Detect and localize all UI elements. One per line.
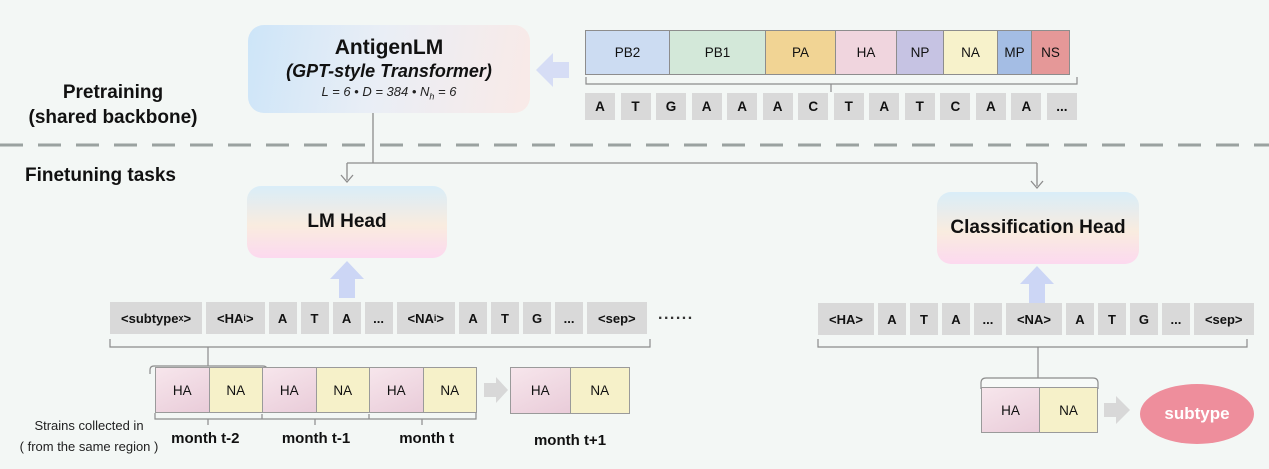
next-month-label: month t+1 <box>533 432 607 449</box>
strains-caption-line2: ( from the same region ) <box>19 439 159 454</box>
dna-token-box: A <box>585 93 615 120</box>
arrow-down-cls-icon <box>1030 180 1044 189</box>
model-title: AntigenLM <box>334 36 444 60</box>
strain-cell-ha: HA <box>262 367 317 413</box>
genome-segment-na: NA <box>943 30 998 75</box>
strain-cell-ha: HA <box>369 367 424 413</box>
dna-token-box: A <box>1011 93 1042 120</box>
strain-cell-ha: HA <box>155 367 210 413</box>
arrow-down-lm-icon <box>340 174 354 183</box>
month-label: month t-1 <box>281 430 351 447</box>
token-box: ... <box>555 302 584 334</box>
token-box: T <box>1097 303 1126 335</box>
arrow-right-subtype-icon <box>1104 396 1130 424</box>
token-box: A <box>332 302 361 334</box>
genome-segment-pb2: PB2 <box>585 30 670 75</box>
genome-segment-mp: MP <box>997 30 1032 75</box>
token-box: T <box>300 302 329 334</box>
bracket-cls-tokens <box>817 339 1248 379</box>
up-arrow-lm-icon <box>330 261 364 298</box>
strains-caption: Strains collected in ( from the same reg… <box>4 415 174 457</box>
up-arrow-cls-icon <box>1020 266 1054 303</box>
dna-token-box: T <box>833 93 864 120</box>
bracket-months <box>154 413 477 425</box>
month-label: month t <box>399 430 455 447</box>
arrow-right-month-icon <box>484 377 508 403</box>
dna-token-box: T <box>904 93 935 120</box>
month-label: month t-2 <box>171 430 240 447</box>
genome-segment-ha: HA <box>835 30 897 75</box>
token-box: G <box>1129 303 1158 335</box>
token-box: ... <box>973 303 1002 335</box>
backbone-to-heads-connector <box>340 113 1044 189</box>
token-box: T <box>909 303 938 335</box>
genome-segment-pb1: PB1 <box>669 30 766 75</box>
token-box: A <box>1065 303 1094 335</box>
classification-head-box: Classification Head <box>937 192 1139 264</box>
model-hyperparams: L = 6 • D = 384 • Nh = 6 <box>321 84 457 102</box>
dna-token-box: A <box>975 93 1006 120</box>
genome-segment-pa: PA <box>765 30 836 75</box>
dna-token-box: A <box>691 93 722 120</box>
dna-token-box: A <box>727 93 758 120</box>
lm-head-box: LM Head <box>247 186 447 258</box>
strain-cell-na: NA <box>569 367 630 414</box>
pretraining-label-line2: (shared backbone) <box>28 107 198 128</box>
token-box: ... <box>364 302 393 334</box>
dna-token-box: C <box>798 93 829 120</box>
month-labels-row: month t-2 month t-1 month t <box>150 430 482 447</box>
token-box: T <box>491 302 520 334</box>
token-box: <sep> <box>587 302 647 334</box>
dna-token-box: ... <box>1046 93 1077 120</box>
pretraining-label-line1: Pretraining <box>62 82 164 103</box>
dna-token-box: A <box>762 93 793 120</box>
antigenlm-model-box: AntigenLM (GPT-style Transformer) L = 6 … <box>248 25 530 113</box>
token-box: <HA> <box>818 303 874 335</box>
finetuning-section-label: Finetuning tasks <box>25 165 176 186</box>
genome-segment-ns: NS <box>1031 30 1070 75</box>
strain-cell-ha: HA <box>981 387 1040 433</box>
strain-cell-na: NA <box>208 367 263 413</box>
token-box: A <box>877 303 906 335</box>
dna-token-box: G <box>656 93 687 120</box>
dna-token-box: T <box>620 93 651 120</box>
lm-token-ellipsis: ...... <box>658 306 694 323</box>
token-box: <NA> <box>1005 303 1062 335</box>
strain-cell-ha: HA <box>510 367 571 414</box>
genome-segment-np: NP <box>896 30 944 75</box>
bracket-genome-to-dna <box>585 77 1078 92</box>
token-box: A <box>268 302 297 334</box>
token-box: A <box>459 302 488 334</box>
model-subtitle: (GPT-style Transformer) <box>286 61 492 82</box>
dna-token-box: A <box>869 93 900 120</box>
strain-cell-na: NA <box>1039 387 1098 433</box>
token-box: <sep> <box>1193 303 1254 335</box>
token-box: ... <box>1161 303 1190 335</box>
token-box: G <box>523 302 552 334</box>
subtype-output-ellipse: subtype <box>1140 384 1254 444</box>
token-box: A <box>941 303 970 335</box>
arrow-left-icon <box>536 53 569 87</box>
strain-cell-na: NA <box>315 367 370 413</box>
pretraining-section-label: Pretraining (shared backbone) <box>5 80 221 130</box>
strains-caption-line1: Strains collected in <box>34 418 144 433</box>
strain-cell-na: NA <box>422 367 477 413</box>
dna-token-box: C <box>940 93 971 120</box>
